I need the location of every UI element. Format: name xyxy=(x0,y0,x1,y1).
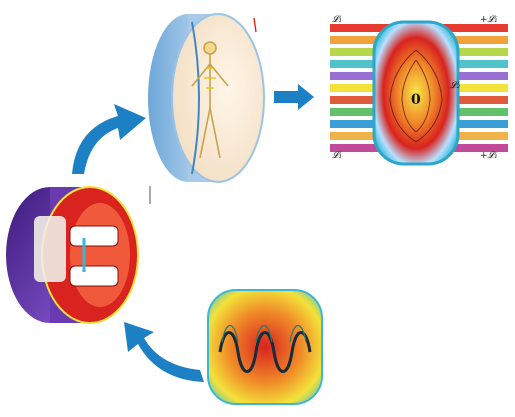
cylinder-body-panel xyxy=(140,8,270,188)
arrow-curved-left xyxy=(108,320,208,390)
field-map-panel: 𝓛₁ +𝓛₁ 𝓛₂ 𝓛₁ +𝓛₁ 0 xyxy=(322,10,512,172)
label-bottom-left: 𝓛₁ xyxy=(332,151,342,161)
coil-tile-panel xyxy=(200,282,330,412)
label-bottom-right: +𝓛₁ xyxy=(480,151,498,161)
label-center: 0 xyxy=(411,92,421,108)
arrow-right xyxy=(272,82,316,112)
right-arrow-icon xyxy=(274,84,314,110)
arrow-curved-up xyxy=(62,88,158,180)
cut-cylinder-panel xyxy=(0,180,170,330)
helical-coil-icon xyxy=(207,289,323,405)
sliced-cylinder-icon xyxy=(6,186,151,324)
field-map-icon: 𝓛₁ +𝓛₁ 𝓛₂ 𝓛₁ +𝓛₁ 0 xyxy=(330,15,508,166)
label-mid-right: 𝓛₂ xyxy=(450,81,461,91)
human-figure-icon xyxy=(148,13,265,183)
label-top-right: +𝓛₁ xyxy=(480,15,498,25)
curved-arrow-up-icon xyxy=(72,104,146,174)
label-top-left: 𝓛₁ xyxy=(332,15,342,25)
curved-arrow-left-icon xyxy=(124,322,204,382)
